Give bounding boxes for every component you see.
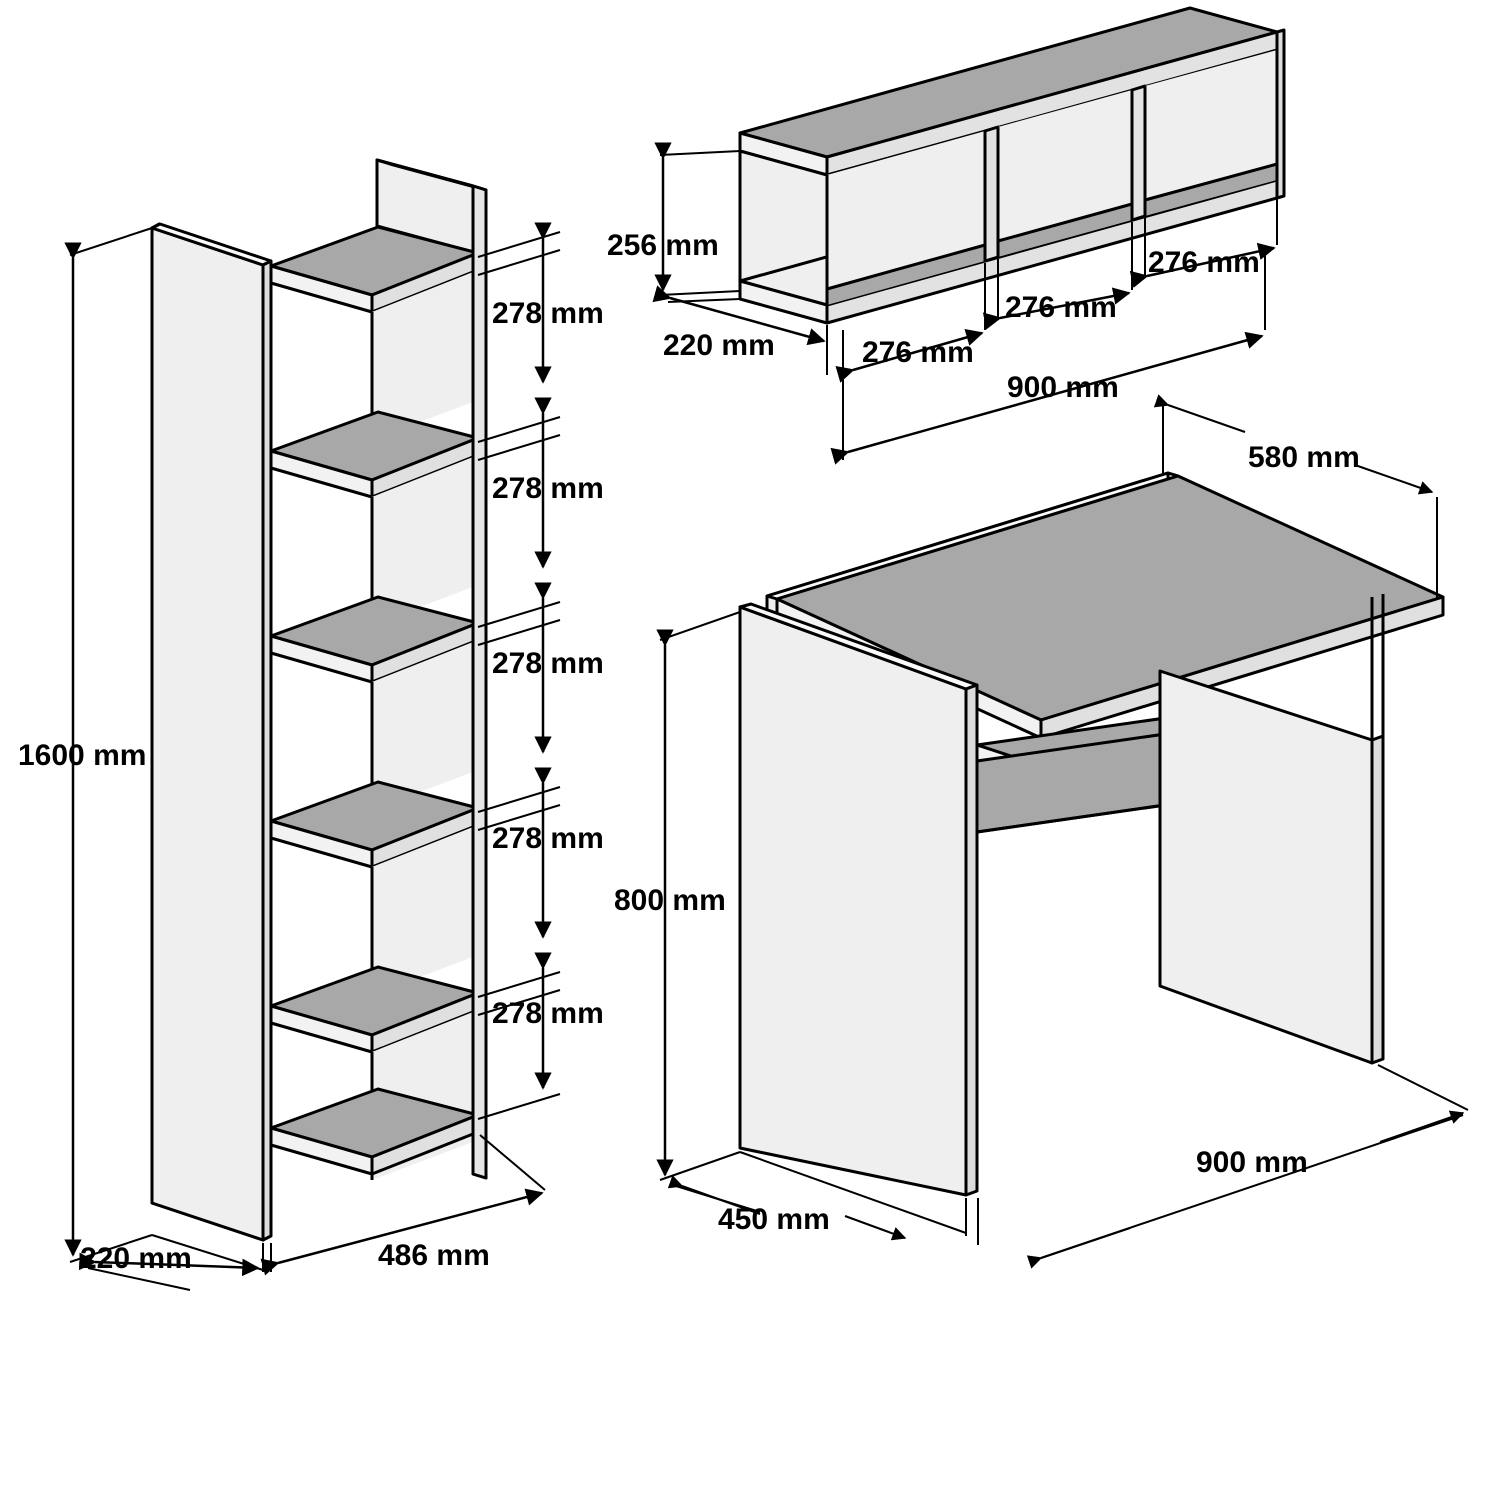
- label-desk-depth: 450 mm: [718, 1203, 830, 1236]
- label-bookcase-depth: 220 mm: [80, 1242, 192, 1275]
- desk-right-panel: [1158, 669, 1385, 1065]
- bookcase-shelf-4: [269, 780, 480, 869]
- wall-shelf-dimensions: [652, 142, 1278, 465]
- label-desk-width: 900 mm: [1196, 1146, 1308, 1179]
- label-shelf-height: 256 mm: [607, 229, 719, 262]
- wall-shelf-top-board: [738, 6, 1279, 177]
- wall-shelf-divider-2: [1130, 84, 1147, 222]
- desk-left-panel: [738, 602, 979, 1197]
- label-bookcase-shelf-3: 278 mm: [492, 647, 604, 680]
- label-bookcase-height: 1600 mm: [18, 739, 146, 772]
- bookcase-shelf-5: [269, 965, 480, 1054]
- label-shelf-bay-2: 276 mm: [1005, 291, 1117, 324]
- desk-dimensions: [656, 394, 1469, 1269]
- label-shelf-bay-3: 276 mm: [1148, 246, 1260, 279]
- label-bookcase-width: 486 mm: [378, 1239, 490, 1272]
- label-shelf-depth: 220 mm: [663, 329, 775, 362]
- label-desk-back-width: 580 mm: [1248, 441, 1360, 474]
- wall-shelf-assembly: [738, 6, 1286, 325]
- bookcase-left-panel-front: [150, 222, 273, 1242]
- label-shelf-width: 900 mm: [1007, 371, 1119, 404]
- label-bookcase-shelf-2: 278 mm: [492, 472, 604, 505]
- label-bookcase-shelf-5: 278 mm: [492, 997, 604, 1030]
- desk-assembly: [738, 471, 1445, 1197]
- label-bookcase-shelf-1: 278 mm: [492, 297, 604, 330]
- label-bookcase-shelf-4: 278 mm: [492, 822, 604, 855]
- bookcase-shelf-6: [269, 1087, 480, 1176]
- label-shelf-bay-1: 276 mm: [862, 336, 974, 369]
- wall-shelf-divider-1: [983, 125, 1000, 263]
- label-desk-height: 800 mm: [614, 884, 726, 917]
- bookcase-dimensions: [64, 222, 561, 1291]
- bookcase-right-panel-edge: [471, 184, 488, 1180]
- bookcase-assembly: [150, 158, 488, 1242]
- dimension-labels: 1600 mm 220 mm 486 mm 278 mm 278 mm 278 …: [18, 229, 1360, 1275]
